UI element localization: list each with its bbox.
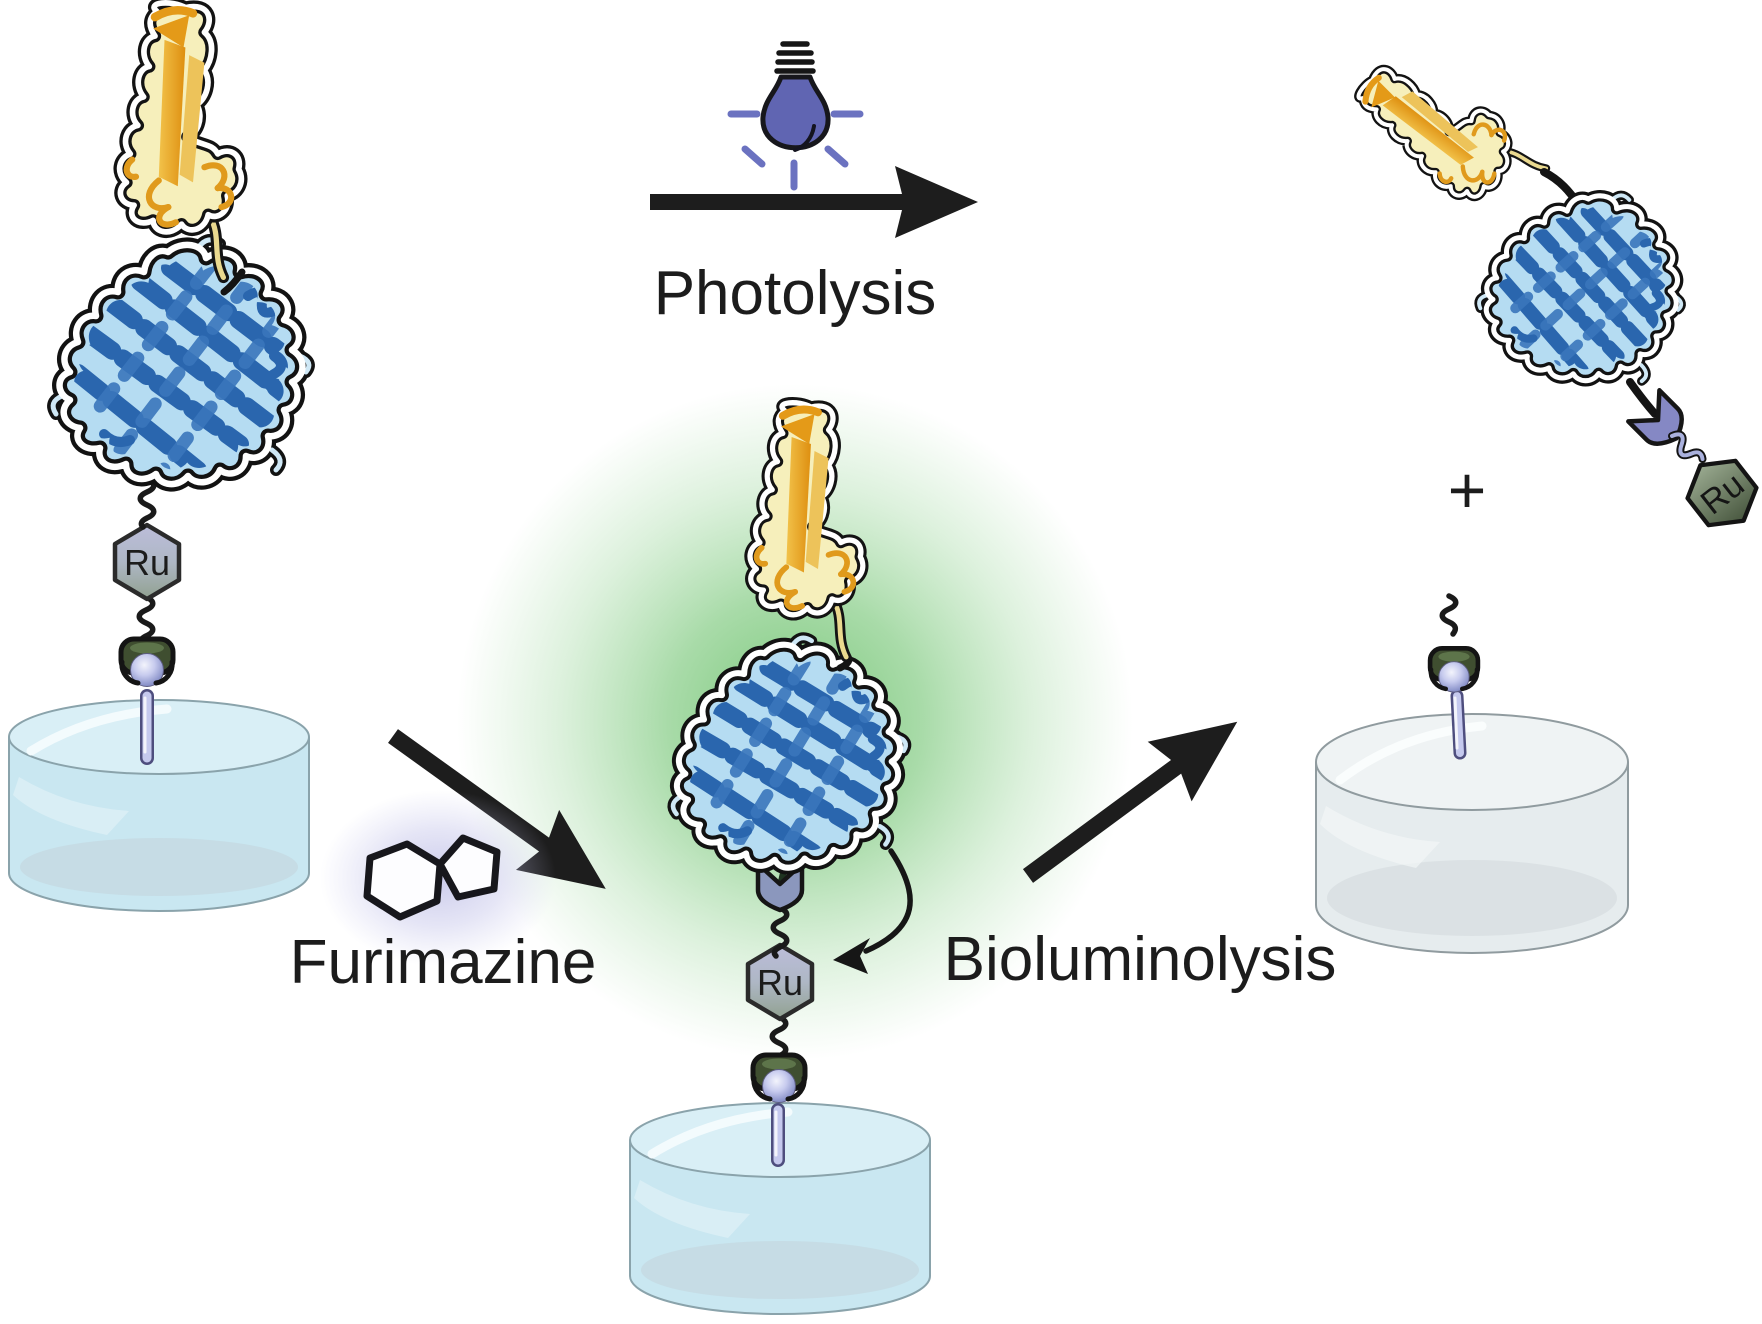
luciferase-protein <box>1469 174 1699 396</box>
furimazine-step <box>320 729 606 966</box>
furimazine-molecule-icon <box>320 790 556 966</box>
protein-linker <box>1626 378 1659 418</box>
ru-complex-free: Ru <box>1676 447 1762 540</box>
peg-linker-squiggle <box>1667 431 1704 467</box>
ru-label: Ru <box>757 962 803 1003</box>
light-bulb-icon <box>727 41 864 191</box>
photolysis-step <box>650 41 978 238</box>
dish-left <box>9 700 309 911</box>
surface-stick <box>1450 689 1467 760</box>
anchor-clamp-bead <box>121 639 173 687</box>
empty-dish-assembly <box>1316 596 1628 953</box>
photolysis-label: Photolysis <box>653 259 937 328</box>
anchor-clamp-bead <box>753 1055 805 1103</box>
photolysis-arrow <box>650 166 978 238</box>
dish-right <box>1316 714 1628 953</box>
tag-protein <box>120 3 242 277</box>
plus-sign: + <box>1447 453 1487 527</box>
ru-complex: Ru <box>748 945 812 1019</box>
tag-protein <box>1343 45 1554 229</box>
ru-complex: Ru <box>115 525 179 599</box>
light-rays <box>727 110 864 191</box>
peg-linker-squiggle <box>1442 596 1456 634</box>
ru-label: Ru <box>124 542 170 583</box>
furimazine-label: Furimazine <box>289 928 597 997</box>
middle-conjugate-assembly: Ru <box>630 403 930 1314</box>
luciferase-protein <box>53 240 309 484</box>
bioluminolysis-label: Bioluminolysis <box>943 925 1337 994</box>
released-conjugate: Ru <box>1343 45 1762 539</box>
left-conjugate-assembly: Ru <box>9 3 309 911</box>
anchor-clamp-bead <box>1430 648 1478 692</box>
protein-linker <box>220 268 246 296</box>
surface-stick <box>140 689 154 765</box>
energy-transfer-arrow <box>833 848 913 974</box>
surface-stick <box>771 1103 785 1167</box>
bioluminolysis-arrow <box>1022 721 1238 883</box>
